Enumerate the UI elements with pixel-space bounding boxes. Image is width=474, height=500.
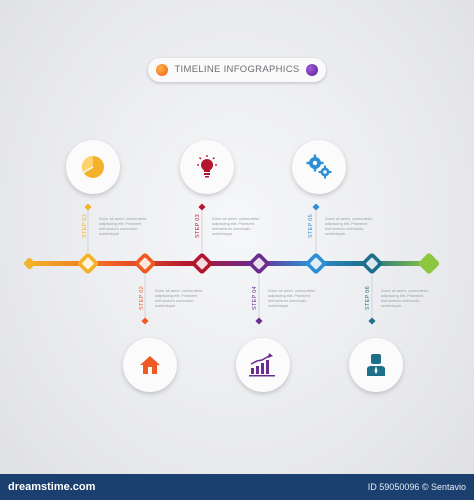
step-connector-diamond (84, 203, 92, 211)
footer-bar: dreamstime.com ID 59050096 © Sentavio (0, 474, 474, 500)
step-02-description: Dolor sit amet, consectetur adipiscing e… (155, 288, 203, 308)
person-icon (367, 354, 385, 376)
timeline-start-cap (23, 257, 36, 270)
timeline-end-node (418, 253, 440, 274)
orange-dot (156, 64, 168, 76)
step-connector-diamond (255, 317, 263, 325)
purple-dot (306, 64, 318, 76)
step-04-description: Dolor sit amet, consectetur adipiscing e… (268, 288, 316, 308)
timeline-node-inner (196, 257, 208, 270)
timeline-node-inner (366, 257, 378, 270)
gears-icon (306, 154, 332, 179)
step-05-label: STEP 05 (308, 213, 314, 238)
step-06-icon-circle (349, 338, 403, 392)
infographic-canvas: TIMELINE INFOGRAPHICS (23, 58, 440, 392)
step-connector-diamond (141, 317, 149, 325)
step-01-label: STEP 01 (82, 213, 88, 238)
step-connector-diamond (198, 203, 206, 211)
step-connector-diamond (312, 203, 320, 211)
step-04-icon-circle (236, 338, 290, 392)
timeline-node-inner (82, 257, 94, 270)
step-03-description: Dolor sit amet, consectetur adipiscing e… (212, 216, 260, 236)
step-06-label: STEP 06 (365, 285, 371, 310)
timeline-node-inner (253, 257, 265, 270)
infographic-title: TIMELINE INFOGRAPHICS (174, 64, 300, 75)
step-05-icon-circle (292, 140, 346, 194)
step-06-description: Dolor sit amet, consectetur adipiscing e… (381, 288, 429, 308)
growth-chart-icon (249, 353, 275, 377)
footer-image-id: ID 59050096 © Sentavio (367, 482, 466, 492)
timeline-line (30, 261, 430, 266)
timeline-bar (23, 203, 440, 325)
step-03-label: STEP 03 (195, 213, 201, 238)
pie-chart-icon (82, 156, 104, 178)
step-connector-diamond (368, 317, 376, 325)
step-04-label: STEP 04 (252, 285, 258, 310)
timeline-node-inner (310, 257, 322, 270)
step-01-icon-circle (66, 140, 120, 194)
footer-brand: dreamstime.com (8, 481, 96, 493)
step-03-icon-circle (180, 140, 234, 194)
title-pill: TIMELINE INFOGRAPHICS (148, 58, 326, 82)
step-02-label: STEP 02 (139, 285, 145, 310)
step-01-description: Dolor sit amet, consectetur adipiscing e… (99, 216, 147, 236)
step-05-description: Dolor sit amet, consectetur adipiscing e… (325, 216, 373, 236)
house-icon (140, 356, 160, 374)
lightbulb-icon (197, 155, 217, 178)
timeline-node-inner (139, 257, 151, 270)
step-02-icon-circle (123, 338, 177, 392)
